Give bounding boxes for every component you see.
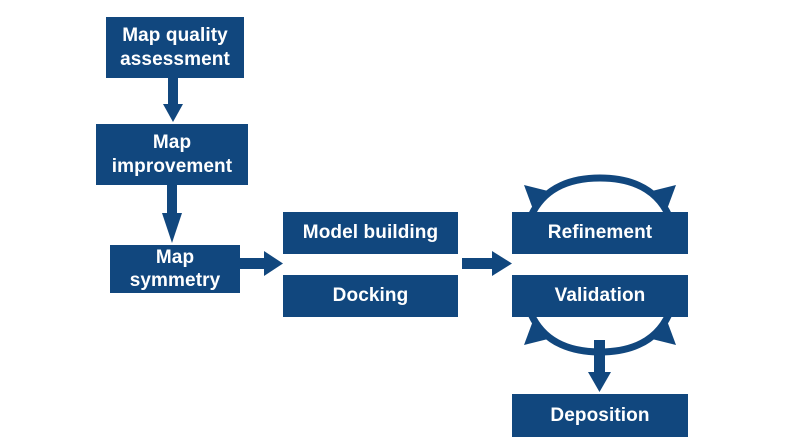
docking-box[interactable]: Docking [283, 275, 458, 317]
map-quality-assessment-label-line-1: Map quality [122, 25, 228, 47]
arrow-model-building-to-refinement [462, 251, 512, 276]
refinement-box[interactable]: Refinement [512, 212, 688, 254]
arrow-cycle-to-deposition [588, 340, 611, 392]
validation-label: Validation [554, 285, 646, 307]
map-improvement-label-line-2: improvement [111, 155, 233, 177]
map-improvement-label-line-1: Map [152, 132, 192, 154]
cycle-arc-bottom [524, 312, 676, 356]
arrow-symmetry-to-model-building [240, 251, 283, 276]
cycle-arc-top [524, 174, 676, 218]
map-symmetry-label-line-2: symmetry [129, 270, 221, 291]
docking-label: Docking [332, 285, 409, 307]
map-quality-assessment-box[interactable]: Map quality assessment [106, 17, 244, 78]
validation-box[interactable]: Validation [512, 275, 688, 317]
refinement-label: Refinement [547, 222, 653, 244]
arrow-improvement-to-symmetry [162, 185, 182, 243]
map-improvement-box[interactable]: Map improvement [96, 124, 248, 185]
deposition-label: Deposition [550, 404, 650, 426]
model-building-box[interactable]: Model building [283, 212, 458, 254]
deposition-box[interactable]: Deposition [512, 394, 688, 437]
arrow-quality-to-improvement [163, 78, 183, 122]
map-symmetry-box[interactable]: Map symmetry [110, 245, 240, 293]
map-quality-assessment-label-line-2: assessment [120, 48, 230, 70]
map-symmetry-label-line-1: Map [155, 246, 195, 268]
model-building-label: Model building [302, 222, 439, 244]
